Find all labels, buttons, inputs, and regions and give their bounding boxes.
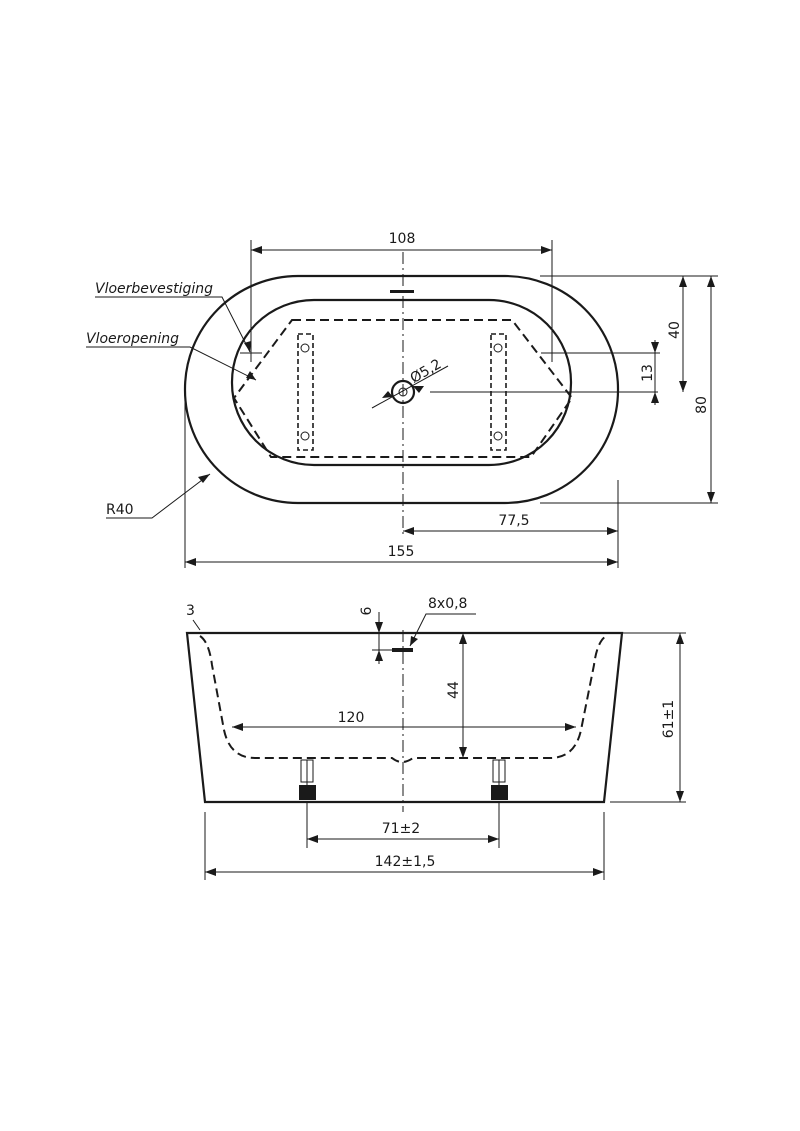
dim-base-length: 142±1,5	[375, 854, 436, 870]
dim-width: 80	[694, 396, 710, 414]
dim-rim: 3	[186, 603, 195, 619]
dim-overflow-size: 8x0,8	[428, 596, 467, 612]
dim-fix-offset: 40	[667, 321, 683, 339]
overflow-opening	[392, 648, 413, 652]
foot-left	[299, 759, 316, 800]
tub-inner-basin	[230, 298, 573, 467]
tub-outer-outline	[183, 274, 620, 505]
side-view: 3 6 8x0,8 44 120 61±1	[185, 596, 686, 880]
dim-depth: 44	[446, 681, 462, 699]
floor-opening-outline	[232, 319, 574, 458]
label-floor-fixation: Vloerbevestiging	[95, 281, 213, 297]
dim-inner-width: 108	[389, 231, 416, 247]
dim-outer-length: 155	[388, 544, 415, 560]
floor-fixation-hole	[300, 431, 310, 441]
dim-drain-diameter: Ø5,2	[408, 356, 445, 387]
drain-outer	[390, 379, 416, 405]
tub-side-inner-basin	[199, 635, 607, 763]
foot-right	[491, 759, 508, 800]
floor-fixation-hole	[300, 343, 310, 353]
dim-half-length: 77,5	[498, 513, 529, 529]
dim-inner-bottom-length: 120	[338, 710, 365, 726]
tub-side-profile	[185, 631, 624, 804]
floor-fixation-hole	[493, 343, 503, 353]
floor-fixation-rail-left	[297, 333, 314, 451]
dim-feet-distance: 71±2	[382, 821, 420, 837]
overflow-slot	[390, 290, 414, 293]
dim-height: 61±1	[661, 700, 677, 738]
dim-overflow-offset: 6	[359, 606, 375, 615]
dim-drain-offset: 13	[640, 364, 656, 382]
floor-fixation-hole	[493, 431, 503, 441]
label-floor-opening: Vloeropening	[86, 331, 179, 347]
top-view: 108 80 40 13 Ø5,2 77,5 15	[86, 231, 718, 568]
label-radius: R40	[106, 502, 134, 518]
